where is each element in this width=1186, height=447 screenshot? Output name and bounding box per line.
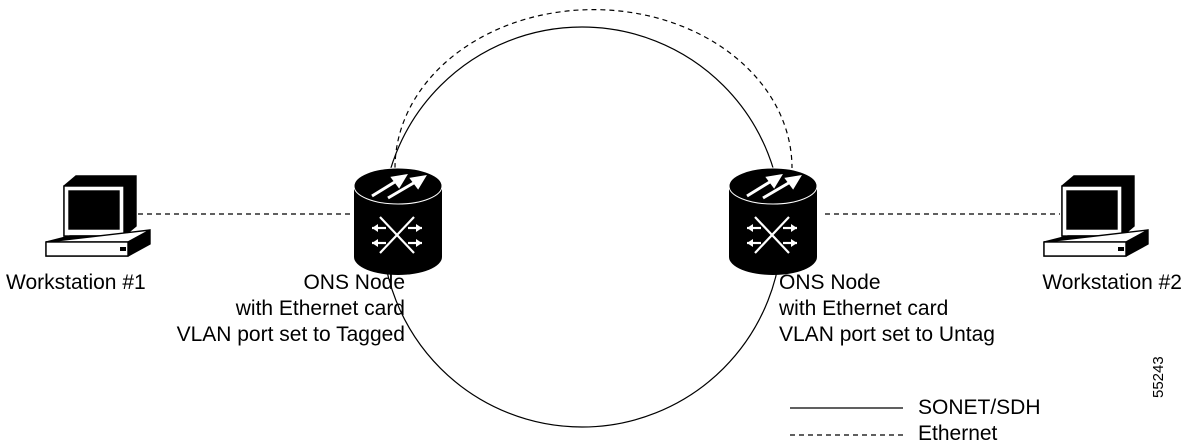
workstation-2-icon <box>1043 175 1149 257</box>
node-right-line-1: ONS Node <box>779 271 881 294</box>
legend-solid-label: SONET/SDH <box>918 396 1041 419</box>
node-left-line-1: ONS Node <box>303 271 405 294</box>
ons-node-left-icon <box>353 167 443 275</box>
workstation-1-label: Workstation #1 <box>6 271 146 294</box>
ethernet-circuit-arc <box>394 9 793 169</box>
figure-id: 55243 <box>1150 356 1167 398</box>
node-right-line-3: VLAN port set to Untag <box>779 323 995 346</box>
node-left-line-2: with Ethernet card <box>235 297 405 320</box>
node-right-label: ONS Node with Ethernet card VLAN port se… <box>779 270 995 348</box>
legend-dashed-label: Ethernet <box>918 422 998 445</box>
node-left-line-3: VLAN port set to Tagged <box>176 323 405 346</box>
ons-node-right-icon <box>728 167 818 275</box>
node-left-label: ONS Node with Ethernet card VLAN port se… <box>177 270 405 348</box>
workstation-2-label: Workstation #2 <box>1042 271 1182 294</box>
node-right-line-2: with Ethernet card <box>779 297 949 320</box>
workstation-1-icon <box>45 175 151 257</box>
